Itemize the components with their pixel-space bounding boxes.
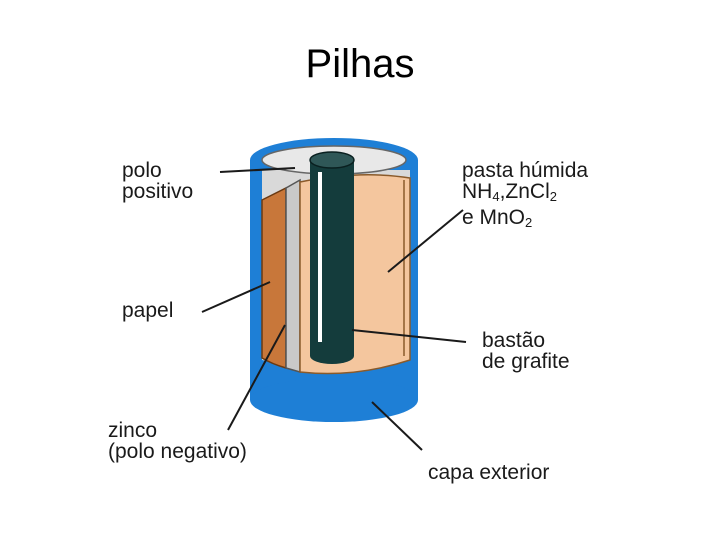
label-capa-exterior: capa exterior — [428, 461, 550, 484]
label-polo-positivo-line1: polo — [122, 159, 162, 182]
label-pasta-humida-line2: NH4,ZnCl2 — [462, 180, 557, 204]
zinco-shape — [285, 178, 301, 373]
label-pasta-humida-line1: pasta húmida — [462, 159, 589, 182]
label-pasta-humida: pasta húmida NH4,ZnCl2 e MnO2 — [462, 160, 588, 233]
label-papel: papel — [122, 299, 174, 322]
label-polo-positivo-line2: positivo — [122, 180, 194, 203]
label-zinco-line1: zinco — [108, 419, 158, 442]
label-bastao-grafite: bastão de grafite — [482, 330, 570, 372]
label-polo-positivo: polo positivo — [122, 160, 193, 202]
label-pasta-humida-line3: e MnO2 — [462, 206, 533, 230]
label-zinco: zinco (polo negativo) — [108, 420, 247, 462]
papel-shape — [261, 186, 287, 369]
label-bastao-line1: bastão — [482, 329, 546, 352]
label-zinco-line2: (polo negativo) — [108, 440, 247, 463]
leader-lines — [201, 167, 467, 451]
bastao-grafite-shape — [309, 151, 355, 364]
label-bastao-line2: de grafite — [482, 350, 570, 373]
page-title: Pilhas — [305, 42, 415, 86]
